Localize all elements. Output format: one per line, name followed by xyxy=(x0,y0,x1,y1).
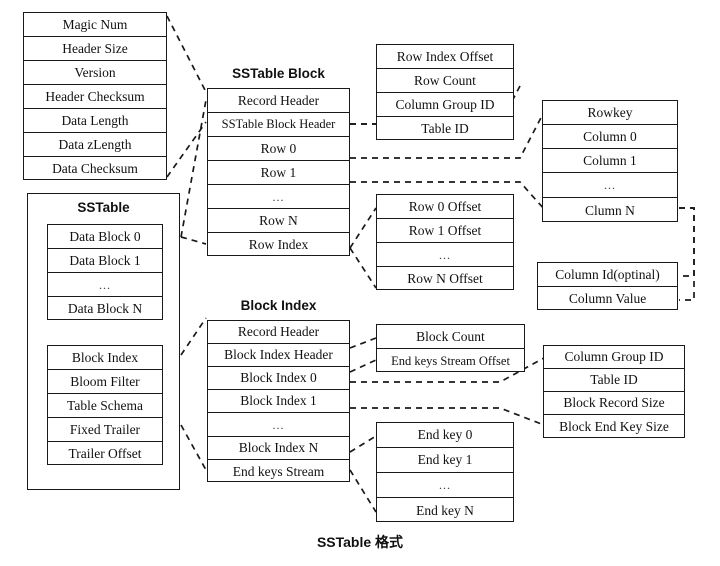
block-index-stack: Record Header Block Index Header Block I… xyxy=(207,320,350,482)
end-keys-stack: End key 0 End key 1 ... End key N xyxy=(376,422,514,522)
block-index-ellipsis: ... xyxy=(208,413,349,437)
row-detail-row: Column 0 xyxy=(543,125,677,149)
block-index-row: Block Index N xyxy=(208,437,349,460)
row-detail-row: Clumn N xyxy=(585,202,635,218)
diagram-caption: SSTable 格式 xyxy=(316,534,404,550)
sstable-block-row: Row N xyxy=(208,209,349,233)
sstable-container xyxy=(27,193,180,490)
trailer-row: Trailer Offset xyxy=(68,446,142,462)
block-index-header-row: Block Count xyxy=(377,325,524,349)
block-index-header-row: End keys Stream Offset xyxy=(391,353,510,368)
header-field-row: Row Count xyxy=(377,69,513,93)
end-key-ellipsis: ... xyxy=(377,473,513,498)
field-row: Data Length xyxy=(24,109,166,133)
trailer-row: Bloom Filter xyxy=(48,370,162,394)
field-row: Magic Num xyxy=(24,13,166,37)
block-index-row: Block Index 1 xyxy=(208,390,349,413)
sstable-block-row: Record Header xyxy=(208,89,349,113)
sstable-block-stack: Record Header SSTable Block Header Row 0… xyxy=(207,88,350,256)
trailer-row: Table Schema xyxy=(48,394,162,418)
block-index-entry-row: Block Record Size xyxy=(544,392,684,415)
row-offset-row: Row N Offset xyxy=(407,271,483,287)
block-index-row: End keys Stream xyxy=(232,463,325,479)
column-detail-row: Column Id(optinal) xyxy=(538,263,677,287)
header-field-row: Row Index Offset xyxy=(377,45,513,69)
sstable-title: SSTable xyxy=(77,200,130,215)
row-offset-row: Row 1 Offset xyxy=(377,219,513,243)
row-detail-row: Column 1 xyxy=(543,149,677,173)
block-index-entry-stack: Column Group ID Table ID Block Record Si… xyxy=(543,345,685,438)
sstable-block-row: Row Index xyxy=(248,237,309,253)
block-index-entry-row: Table ID xyxy=(544,369,684,392)
sstable-block-row: SSTable Block Header xyxy=(208,113,349,137)
sstable-block-header-stack: Row Index Offset Row Count Column Group … xyxy=(376,44,514,140)
sstable-block-ellipsis: ... xyxy=(208,185,349,209)
data-block-row: Data Block 1 xyxy=(48,249,162,273)
end-key-row: End key N xyxy=(416,502,474,518)
block-index-row: Record Header xyxy=(208,321,349,344)
sstable-block-title: SSTable Block xyxy=(232,66,325,81)
row-detail-ellipsis: ... xyxy=(543,173,677,198)
data-block-row: Data Block N xyxy=(67,301,143,317)
row-detail-row: Rowkey xyxy=(543,101,677,125)
header-field-row: Table ID xyxy=(421,121,469,137)
row-detail-stack: Rowkey Column 0 Column 1 ... Clumn N xyxy=(542,100,678,222)
row-index-stack: Row 0 Offset Row 1 Offset ... Row N Offs… xyxy=(376,194,514,290)
end-key-row: End key 0 xyxy=(377,423,513,448)
sstable-trailer-stack: Block Index Bloom Filter Table Schema Fi… xyxy=(47,345,163,465)
trailer-row: Fixed Trailer xyxy=(48,418,162,442)
block-index-row: Block Index Header xyxy=(208,344,349,367)
field-row: Header Size xyxy=(24,37,166,61)
data-block-row: Data Block 0 xyxy=(48,225,162,249)
sstable-data-blocks-stack: Data Block 0 Data Block 1 ... Data Block… xyxy=(47,224,163,320)
field-row: Data zLength xyxy=(24,133,166,157)
block-index-row: Block Index 0 xyxy=(208,367,349,390)
data-block-ellipsis: ... xyxy=(48,273,162,297)
sstable-block-row: Row 1 xyxy=(208,161,349,185)
column-detail-row: Column Value xyxy=(568,291,647,307)
sstable-block-row: Row 0 xyxy=(208,137,349,161)
block-index-entry-row: Block End Key Size xyxy=(559,418,669,434)
block-index-entry-row: Column Group ID xyxy=(544,346,684,369)
field-row: Version xyxy=(24,61,166,85)
record-header-stack: Magic Num Header Size Version Header Che… xyxy=(23,12,167,180)
column-detail-stack: Column Id(optinal) Column Value xyxy=(537,262,678,310)
row-offset-ellipsis: ... xyxy=(377,243,513,267)
block-index-title: Block Index xyxy=(240,298,317,313)
row-offset-row: Row 0 Offset xyxy=(377,195,513,219)
block-index-header-stack: Block Count End keys Stream Offset xyxy=(376,324,525,372)
field-row: Header Checksum xyxy=(24,85,166,109)
header-field-row: Column Group ID xyxy=(377,93,513,117)
trailer-row: Block Index xyxy=(48,346,162,370)
field-row: Data Checksum xyxy=(52,161,138,177)
end-key-row: End key 1 xyxy=(377,448,513,473)
